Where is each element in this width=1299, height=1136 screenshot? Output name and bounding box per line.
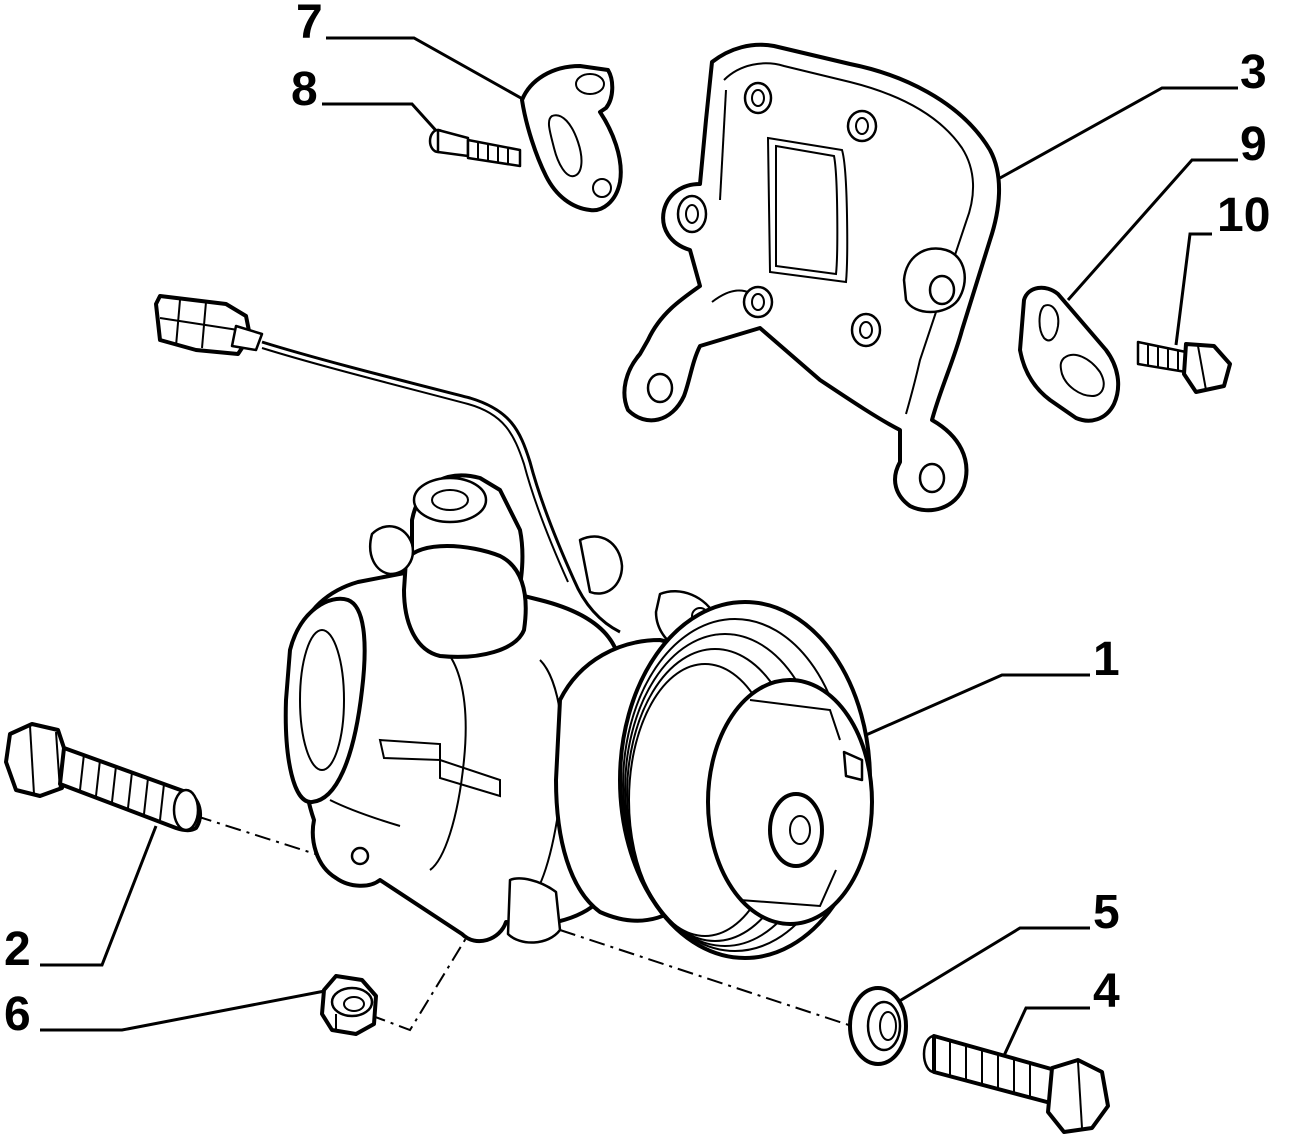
callout-6: 6 (4, 988, 31, 1041)
callout-9: 9 (1240, 118, 1267, 171)
part-8-stud (428, 128, 522, 168)
callout-10: 10 (1217, 189, 1270, 242)
axis-line-bolt-4 (559, 929, 865, 1031)
callout-1: 1 (1093, 633, 1120, 686)
callout-8: 8 (291, 63, 318, 116)
leader-10 (1174, 232, 1212, 346)
part-2-bolt (4, 722, 203, 833)
callout-2: 2 (4, 923, 31, 976)
leader-5 (887, 926, 1090, 1010)
part-9-slotted-plate (1018, 285, 1121, 423)
leader-4 (1000, 1006, 1090, 1061)
callout-4: 4 (1093, 965, 1120, 1018)
part-connector-wire (154, 294, 621, 634)
leader-lines (40, 36, 1238, 1061)
part-3-mounting-plate (622, 42, 1001, 513)
leader-6 (40, 988, 331, 1032)
part-6-nut (320, 974, 378, 1036)
callout-3: 3 (1240, 46, 1267, 99)
callout-5: 5 (1093, 886, 1120, 939)
part-10-bolt (1136, 340, 1232, 394)
leader-7 (326, 36, 529, 104)
leader-9 (1066, 158, 1238, 301)
part-4-bolt (922, 1034, 1110, 1134)
leader-3 (999, 86, 1238, 180)
part-1-compressor (283, 473, 874, 960)
leader-8 (322, 102, 442, 137)
callout-7: 7 (296, 0, 323, 49)
leader-2 (40, 825, 158, 967)
part-7-bracket (520, 64, 623, 213)
leader-1 (865, 673, 1090, 737)
part-5-washer (848, 986, 908, 1066)
